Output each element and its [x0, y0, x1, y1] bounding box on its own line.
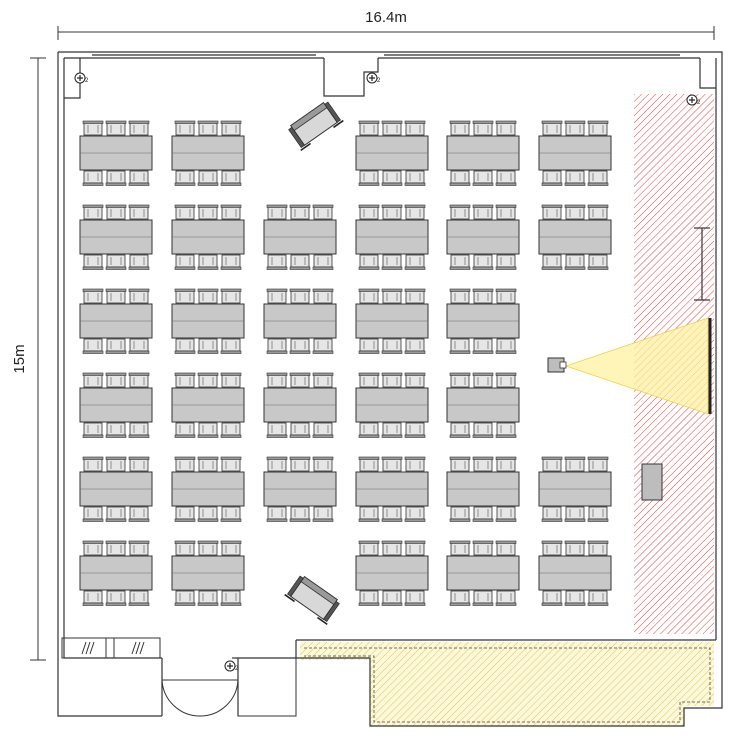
- table-set: [171, 456, 245, 522]
- table-set: [538, 204, 612, 270]
- ceiling-sensors: 2 2 2 2: [74, 72, 701, 672]
- height-dimension-line: [30, 57, 46, 661]
- table-set: [355, 120, 429, 186]
- table-set: [171, 288, 245, 354]
- table-set: [263, 372, 337, 438]
- table-set: [355, 288, 429, 354]
- table-set: [446, 540, 520, 606]
- table-set: [263, 288, 337, 354]
- table-set: [79, 120, 153, 186]
- height-dimension-label: 15m: [11, 344, 28, 373]
- entrance-double-door: [161, 657, 297, 717]
- table-set: [355, 540, 429, 606]
- table-set: [355, 456, 429, 522]
- table-set: [79, 288, 153, 354]
- stage-equipment: [641, 227, 712, 501]
- lower-left-closet: [61, 637, 161, 659]
- table-set: [355, 204, 429, 270]
- table-set: [263, 204, 337, 270]
- table-set: [79, 456, 153, 522]
- table-grid: [79, 120, 612, 606]
- armchairs: [284, 101, 344, 626]
- table-set: [79, 372, 153, 438]
- table-set: [79, 540, 153, 606]
- table-set: [171, 372, 245, 438]
- table-set: [171, 540, 245, 606]
- ceiling-sensor-icon: 2: [224, 660, 239, 672]
- table-set: [355, 372, 429, 438]
- ceiling-sensor-icon: 2: [686, 94, 701, 106]
- armchair: [284, 575, 340, 626]
- projector: [547, 317, 709, 415]
- ceiling-sensor-icon: 2: [366, 72, 381, 84]
- width-dimension-line: [57, 26, 715, 40]
- table-set: [446, 288, 520, 354]
- table-set: [446, 372, 520, 438]
- table-set: [446, 456, 520, 522]
- table-set: [538, 120, 612, 186]
- table-set: [171, 120, 245, 186]
- table-set: [446, 204, 520, 270]
- table-set: [171, 204, 245, 270]
- table-set: [538, 540, 612, 606]
- sensor-tag: 2: [235, 666, 239, 672]
- armchair: [288, 101, 344, 152]
- table-set: [79, 204, 153, 270]
- table-set: [446, 120, 520, 186]
- sensor-tag: 2: [697, 100, 701, 106]
- ceiling-sensor-icon: 2: [74, 72, 89, 84]
- width-dimension-label: 16.4m: [365, 9, 407, 26]
- sensor-tag: 2: [377, 78, 381, 84]
- table-set: [263, 456, 337, 522]
- sensor-tag: 2: [85, 78, 89, 84]
- table-set: [538, 456, 612, 522]
- lobby-area: [300, 642, 714, 726]
